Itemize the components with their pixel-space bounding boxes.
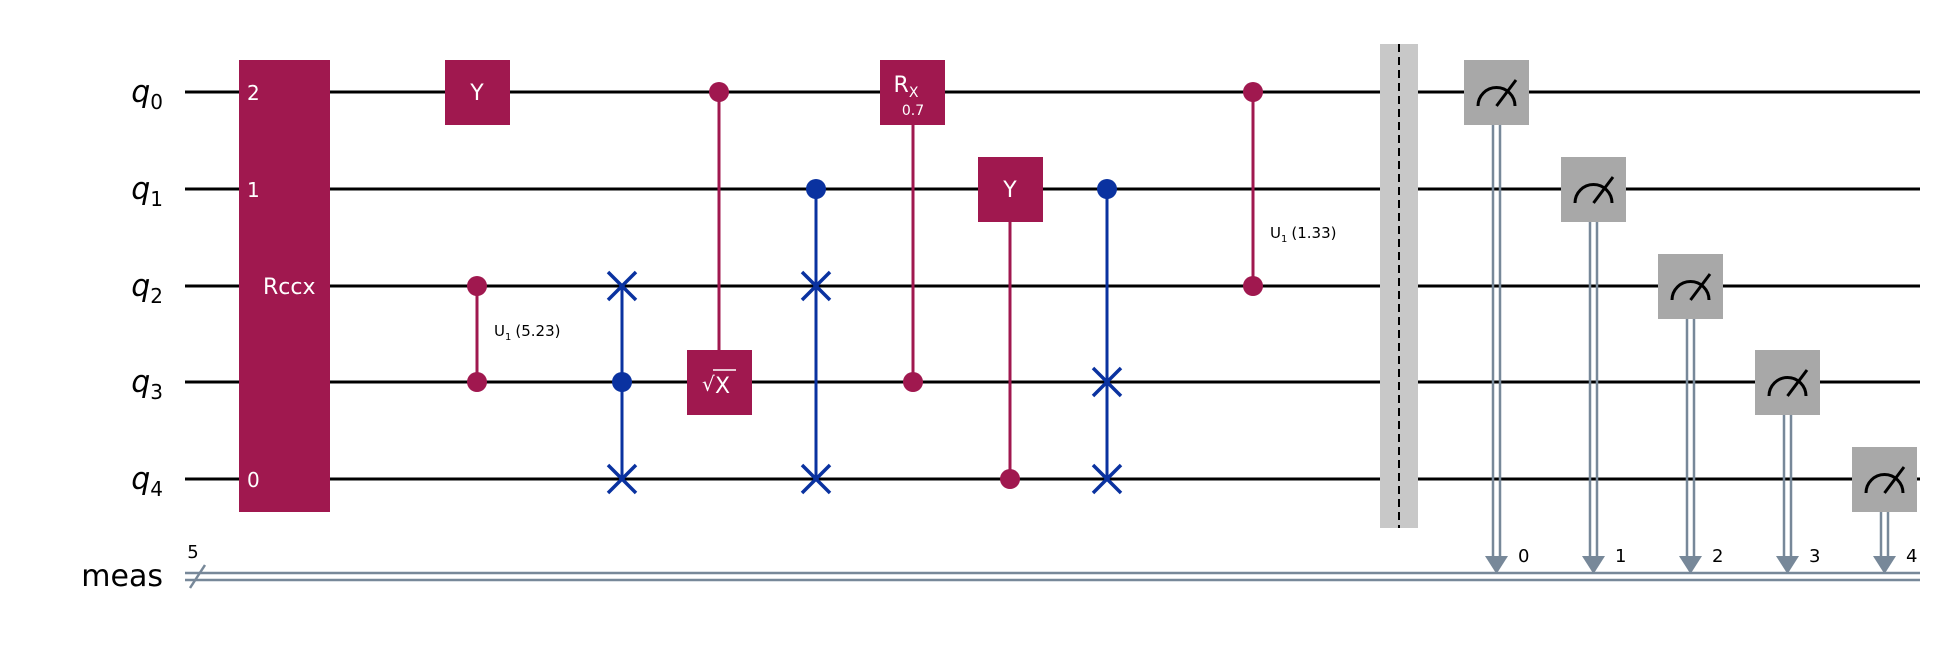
cswap-gate-third xyxy=(1091,179,1123,495)
svg-text:Y: Y xyxy=(1002,178,1017,203)
crx-gate: RX 0.7 xyxy=(880,60,945,392)
measure-q4: 4 xyxy=(1852,447,1917,574)
csx-gate: √ X xyxy=(687,82,752,415)
svg-text:Y: Y xyxy=(469,81,484,106)
rccx-label: Rccx xyxy=(263,275,316,300)
rccx-pin-q4: 0 xyxy=(247,468,260,492)
barrier xyxy=(1380,44,1418,528)
measure-q0: 0 xyxy=(1464,60,1529,574)
y-gate-q0: Y xyxy=(445,60,510,125)
rccx-pin-q0: 2 xyxy=(247,81,260,105)
measure-q0-bit-index: 0 xyxy=(1518,546,1529,567)
qubit-label-q0: q0 xyxy=(131,75,163,114)
cswap-gate-second xyxy=(800,179,832,495)
classical-register-label: meas xyxy=(81,559,163,594)
measure-q2: 2 xyxy=(1658,254,1723,574)
measure-q3-bit-index: 3 xyxy=(1809,546,1820,567)
cu1-gate-first: U1(5.23) xyxy=(467,276,560,392)
cy-gate: Y xyxy=(978,157,1043,489)
cu1-first-label: U1(5.23) xyxy=(494,322,560,343)
classical-register-size: 5 xyxy=(187,542,198,563)
classical-wire xyxy=(185,564,1920,589)
qubit-label-q2: q2 xyxy=(131,269,163,308)
measure-q2-bit-index: 2 xyxy=(1712,546,1723,567)
measure-q1-bit-index: 1 xyxy=(1615,546,1626,567)
cu1-second-label: U1(1.33) xyxy=(1270,224,1336,245)
qubit-label-q1: q1 xyxy=(131,172,163,211)
rx-param: 0.7 xyxy=(902,103,924,119)
sqrtx-label: X xyxy=(715,374,730,399)
measure-q3: 3 xyxy=(1755,350,1820,574)
cu1-gate-second: U1(1.33) xyxy=(1243,82,1336,296)
rccx-pin-q1: 1 xyxy=(247,178,260,202)
cswap-gate-first xyxy=(606,270,638,495)
sqrt-symbol: √ xyxy=(702,372,715,396)
qubit-label-q3: q3 xyxy=(131,365,163,404)
measure-q1: 1 xyxy=(1561,157,1626,574)
rccx-gate: 2 1 0 Rccx xyxy=(239,60,330,512)
qubit-label-q4: q4 xyxy=(131,462,163,501)
measure-q4-bit-index: 4 xyxy=(1906,546,1917,567)
rx-label: RX xyxy=(894,73,919,101)
